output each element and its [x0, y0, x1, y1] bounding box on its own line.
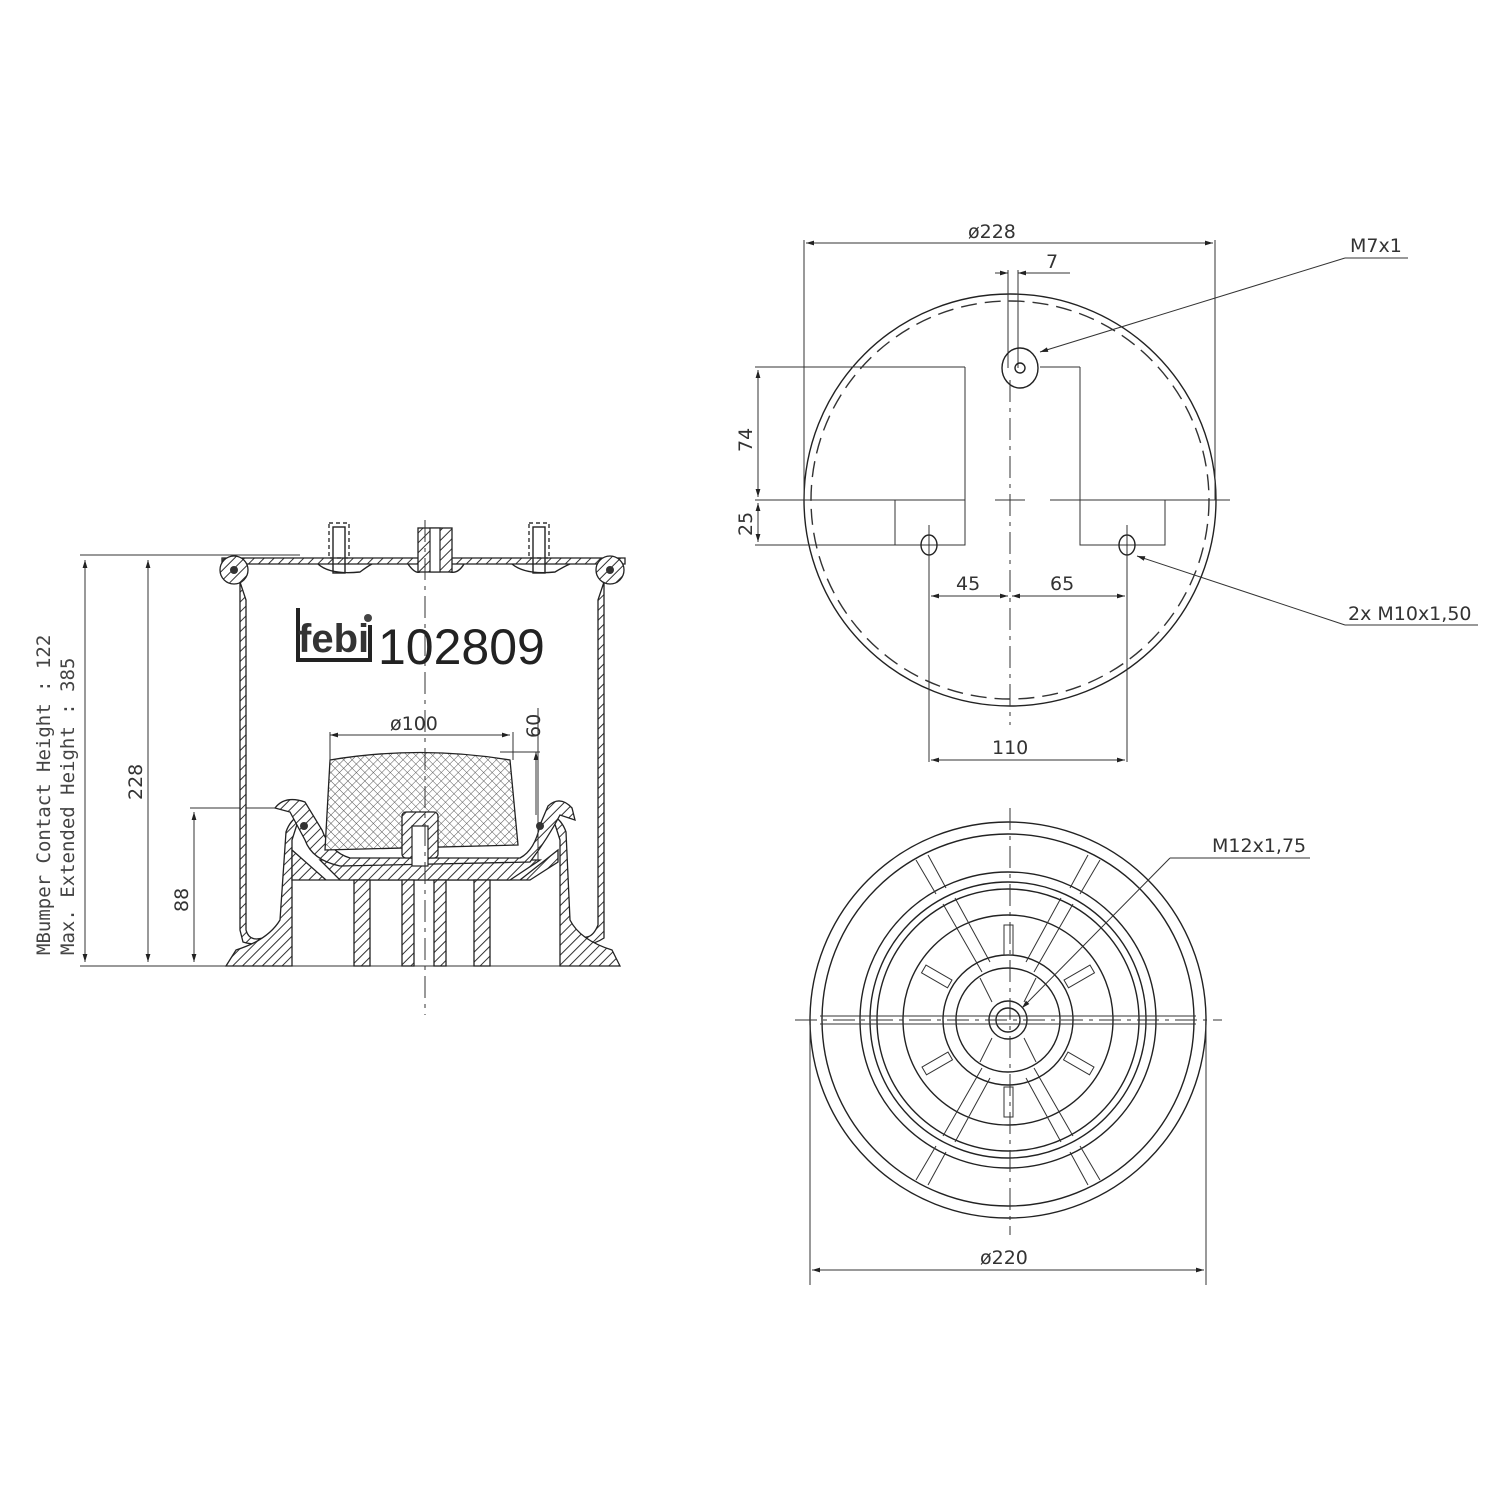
- bottom-view: M12x1,75 ø220: [795, 808, 1310, 1285]
- section-view: MBumper Contact Height : 122 Max. Extend…: [33, 520, 626, 1015]
- bumper-contact-height-note: MBumper Contact Height : 122: [33, 635, 55, 955]
- offset-7-label: 7: [1046, 251, 1058, 273]
- bumper-height-label: 60: [523, 714, 545, 738]
- dim-65-label: 65: [1050, 573, 1074, 595]
- height-88-label: 88: [171, 888, 193, 912]
- dim-110-label: 110: [992, 737, 1028, 759]
- febi-logo: febi: [296, 608, 372, 662]
- bumper-diameter-label: ø100: [390, 713, 438, 735]
- brand-name: febi: [298, 617, 369, 661]
- thread-m7-label: M7x1: [1350, 235, 1402, 257]
- part-number: 102809: [378, 619, 545, 675]
- max-extended-height-note: Max. Extended Height : 385: [57, 658, 79, 955]
- bottom-diameter-label: ø220: [980, 1247, 1028, 1269]
- thread-m12-label: M12x1,75: [1212, 835, 1306, 857]
- top-diameter-label: ø228: [968, 221, 1016, 243]
- thread-m10-label: 2x M10x1,50: [1348, 603, 1472, 625]
- dim-74-label: 74: [735, 428, 757, 452]
- top-view: ø228 7 M7x1 74 25 2x M10x: [735, 221, 1478, 763]
- height-228-label: 228: [125, 764, 147, 800]
- dim-25-label: 25: [735, 512, 757, 536]
- dim-45-label: 45: [956, 573, 980, 595]
